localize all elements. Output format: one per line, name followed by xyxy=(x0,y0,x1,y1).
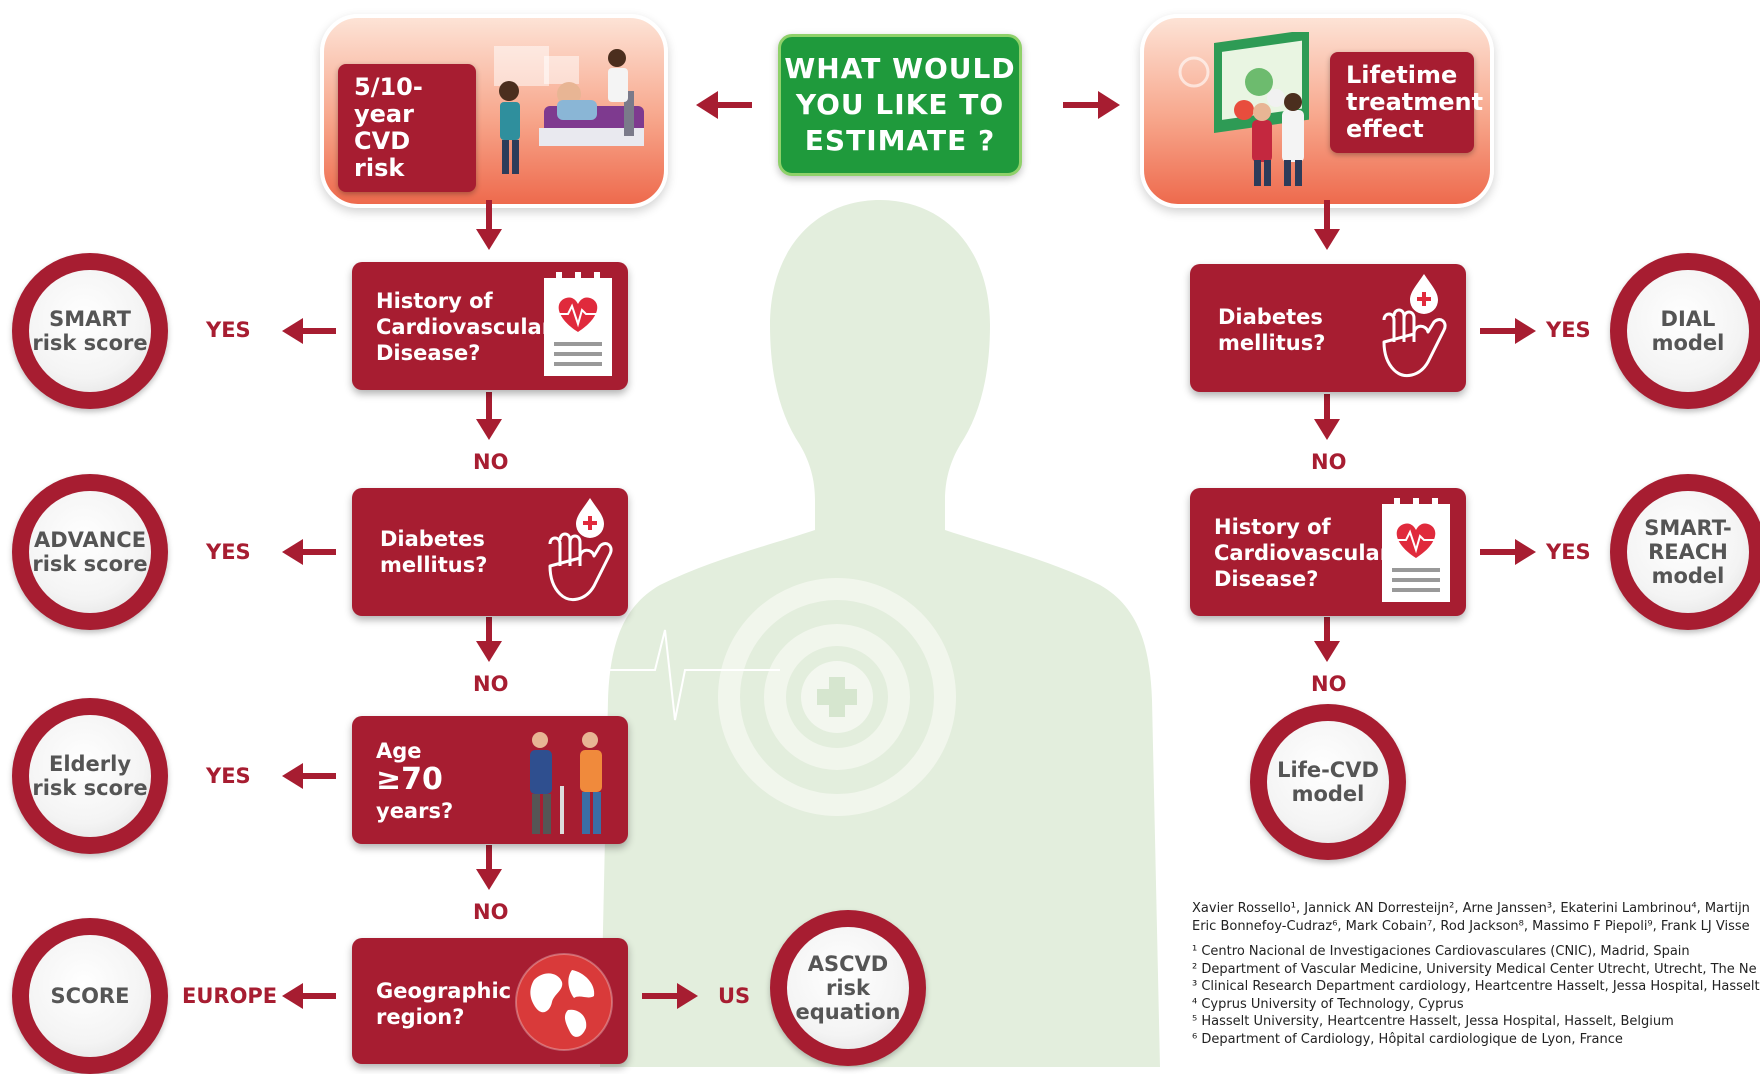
question-text: Diabetes mellitus? xyxy=(1218,305,1326,355)
clipboard-heart-icon xyxy=(1382,498,1450,602)
outcome-smart-risk-score[interactable]: SMART risk score xyxy=(12,253,168,409)
outcome-life-cvd-model[interactable]: Life-CVD model xyxy=(1250,704,1406,860)
outcome-label: SMART risk score xyxy=(29,270,151,392)
age-threshold: ≥70 xyxy=(376,762,443,797)
affiliation: ⁶ Department of Cardiology, Hôpital card… xyxy=(1192,1031,1623,1047)
outcome-dial-model[interactable]: DIAL model xyxy=(1610,253,1760,409)
card-label-lifetime-effect: Lifetime treatment effect xyxy=(1330,52,1483,153)
authors-line-1: Xavier Rossello¹, Jannick AN Dorresteijn… xyxy=(1192,901,1750,916)
question-diabetes-left[interactable]: Diabetes mellitus? xyxy=(352,488,628,616)
question-text: Geographic region? xyxy=(376,979,512,1029)
outcome-advance-risk-score[interactable]: ADVANCE risk score xyxy=(12,474,168,630)
question-text: Diabetes mellitus? xyxy=(380,527,488,577)
label-no-right-2: NO xyxy=(1311,672,1347,696)
heartbeat-line xyxy=(600,629,780,721)
card-label-cvd-risk: 5/10-year CVD risk xyxy=(338,64,476,192)
question-text: History of Cardiovascular Disease? xyxy=(1214,515,1391,591)
clipboard-heart-icon xyxy=(544,272,612,376)
outcome-label: Life-CVD model xyxy=(1267,721,1389,843)
label-yes-3: YES xyxy=(206,764,251,788)
outcome-label: ASCVD risk equation xyxy=(787,927,909,1049)
question-age-left[interactable]: Age ≥70 years? xyxy=(352,716,628,844)
label-no-right-1: NO xyxy=(1311,450,1347,474)
authors-line-2: Eric Bonnefoy-Cudraz⁶, Mark Cobain⁷, Rod… xyxy=(1192,918,1750,934)
label-yes-right-2: YES xyxy=(1546,540,1591,564)
label-no-1: NO xyxy=(473,450,509,474)
short-term-risk-card[interactable]: 5/10-year CVD risk xyxy=(320,14,668,208)
target-cross-icon xyxy=(718,578,956,816)
age-label: Age xyxy=(376,739,422,763)
label-no-3: NO xyxy=(473,900,509,924)
question-history-cvd-right[interactable]: History of Cardiovascular Disease? xyxy=(1190,488,1466,616)
outcome-smart-reach-model[interactable]: SMART- REACH model xyxy=(1610,474,1760,630)
age-years: years? xyxy=(376,799,454,823)
outcome-label: SCORE xyxy=(29,935,151,1057)
lifetime-effect-card[interactable]: Lifetime treatment effect xyxy=(1140,14,1494,208)
affiliation: ¹ Centro Nacional de Investigaciones Car… xyxy=(1192,944,1690,959)
outcome-label: ADVANCE risk score xyxy=(29,491,151,613)
label-yes-2: YES xyxy=(206,540,251,564)
elderly-people-icon xyxy=(530,732,602,834)
human-silhouette xyxy=(600,200,1160,1067)
label-no-2: NO xyxy=(473,672,509,696)
question-history-cvd-left[interactable]: History of Cardiovascular Disease? xyxy=(352,262,628,390)
label-europe: EUROPE xyxy=(182,984,278,1008)
estimate-question-box: WHAT WOULD YOU LIKE TO ESTIMATE ? xyxy=(778,34,1022,176)
question-text: History of Cardiovascular Disease? xyxy=(376,289,553,365)
outcome-label: DIAL model xyxy=(1627,270,1749,392)
label-us: US xyxy=(718,984,751,1008)
label-yes-1: YES xyxy=(206,318,251,342)
hand-blood-drop-icon xyxy=(548,498,613,602)
outcome-score[interactable]: SCORE xyxy=(12,918,168,1074)
affiliation: ² Department of Vascular Medicine, Unive… xyxy=(1192,961,1757,977)
globe-icon xyxy=(515,953,613,1051)
outcome-elderly-risk-score[interactable]: Elderly risk score xyxy=(12,698,168,854)
references-block: Xavier Rossello¹, Jannick AN Dorresteijn… xyxy=(1192,900,1760,1048)
affiliation: ³ Clinical Research Department cardiolog… xyxy=(1192,979,1760,994)
question-diabetes-right[interactable]: Diabetes mellitus? xyxy=(1190,264,1466,392)
affiliation: ⁴ Cyprus University of Technology, Cypru… xyxy=(1192,996,1464,1012)
hospital-bed-icon xyxy=(494,46,644,174)
hand-blood-drop-icon xyxy=(1382,274,1447,378)
question-region-left[interactable]: Geographic region? xyxy=(352,938,628,1064)
affiliation: ⁵ Hasselt University, Heartcentre Hassel… xyxy=(1192,1014,1674,1029)
outcome-label: Elderly risk score xyxy=(29,715,151,837)
outcome-ascvd-risk-equation[interactable]: ASCVD risk equation xyxy=(770,910,926,1066)
doctor-consultation-icon xyxy=(1178,32,1309,186)
outcome-label: SMART- REACH model xyxy=(1627,491,1749,613)
label-yes-right-1: YES xyxy=(1546,318,1591,342)
